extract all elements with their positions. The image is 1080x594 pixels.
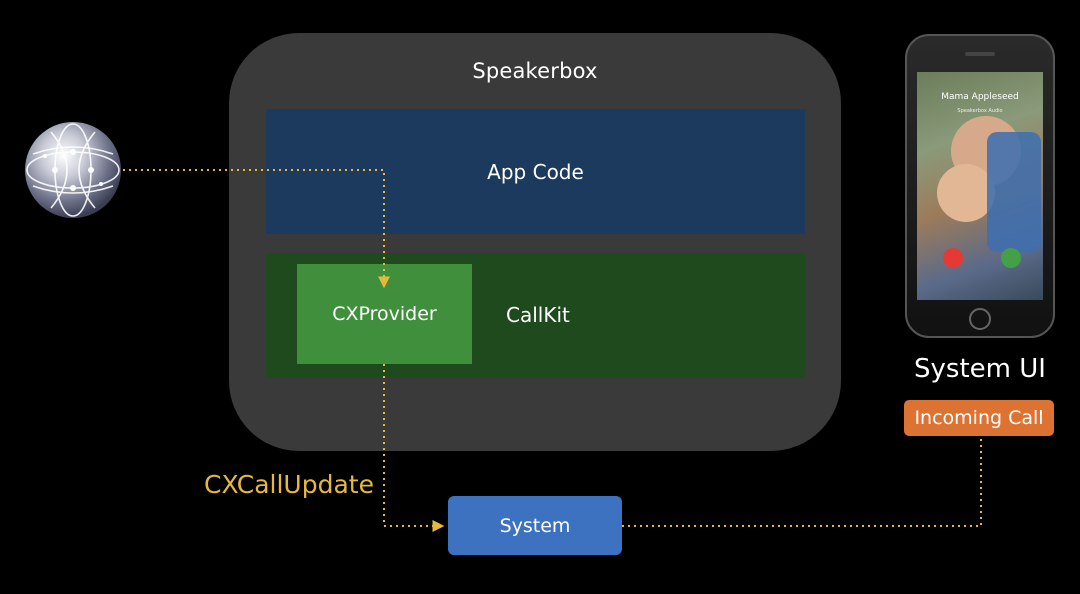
connector-system-to-incoming-call (622, 438, 982, 527)
iphone-icon: Mama Appleseed Speakerbox Audio (905, 34, 1055, 338)
app-code-layer: App Code (266, 109, 805, 234)
cxcallupdate-label: CXCallUpdate (204, 470, 374, 499)
speakerbox-title: Speakerbox (472, 59, 598, 83)
cxprovider-label: CXProvider (332, 303, 437, 325)
app-code-label: App Code (487, 159, 584, 184)
globe-icon (23, 120, 123, 220)
system-ui-label: System UI (914, 354, 1046, 384)
phone-home-button[interactable] (969, 308, 991, 330)
cxprovider-box: CXProvider (297, 264, 472, 364)
phone-caller-name: Mama Appleseed (941, 92, 1019, 102)
phone-screen: Mama Appleseed Speakerbox Audio (917, 72, 1043, 300)
system-box: System (448, 496, 622, 555)
connector-cxprovider-to-system (383, 364, 445, 532)
phone-caller-sub: Speakerbox Audio (957, 108, 1003, 114)
callkit-label: CallKit (506, 303, 570, 327)
decline-call-button[interactable] (943, 248, 963, 268)
incoming-call-label: Incoming Call (914, 407, 1044, 429)
caller-photo-child (937, 164, 995, 222)
accept-call-button[interactable] (1001, 248, 1021, 268)
connector-globe-to-cxprovider (123, 169, 390, 289)
caller-photo-jacket (987, 132, 1041, 252)
incoming-call-badge: Incoming Call (904, 400, 1054, 436)
system-label: System (499, 514, 571, 537)
phone-speaker (965, 52, 995, 56)
speakerbox-container: Speakerbox (229, 33, 841, 451)
